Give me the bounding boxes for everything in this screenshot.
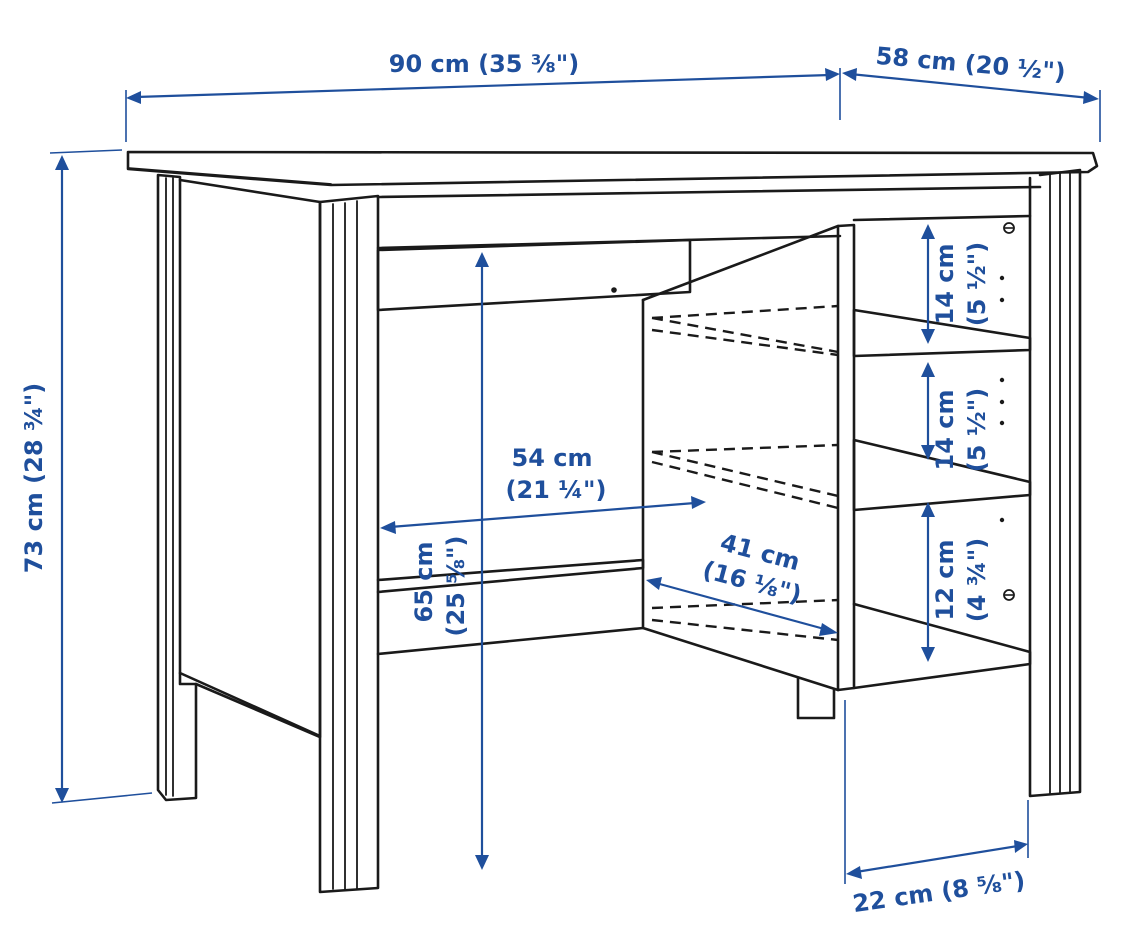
back-left-leg-grooves [165, 177, 174, 797]
inner-depth-arrow-right [819, 623, 838, 636]
apron-top-line [376, 185, 1042, 199]
width-extension-lines [125, 68, 841, 142]
front-left-leg-grooves [332, 200, 358, 890]
left-side-panel [178, 178, 322, 738]
depth-dimension-line [849, 72, 1091, 100]
shelf-top-label-in: (5 ½") [963, 242, 991, 326]
shelf-3 [852, 602, 1032, 690]
cam-lock-icons [1003, 222, 1015, 601]
shelf-mid-label-in: (5 ½") [963, 388, 991, 472]
modesty-bottom [376, 626, 645, 656]
front-left-leg [318, 194, 380, 894]
hidden-shelf-3 [651, 598, 839, 642]
knee-width-label-cm: 54 cm [512, 444, 593, 472]
shelf-unit-front-post [836, 223, 856, 692]
shelf-bottom-label-in: (4 ¾") [963, 538, 991, 622]
knee-width-arrow-right [691, 496, 706, 509]
width-label: 90 cm (35 ⅜") [389, 50, 579, 78]
dimension-lines [49, 68, 1101, 884]
hidden-shelf-1 [651, 304, 839, 357]
depth-arrow-left [842, 68, 857, 81]
knee-width-dimension-line [389, 501, 696, 529]
shelf-bottom-label-cm: 12 cm [931, 540, 959, 621]
clearance-arrow-bottom [475, 855, 489, 870]
drawer-knob [611, 287, 617, 293]
front-right-leg [1028, 168, 1082, 798]
height-extension-lines [49, 149, 153, 804]
shelf-2 [852, 438, 1032, 512]
shelf-width-label: 22 cm (8 ⅝") [851, 866, 1027, 918]
width-arrow-left [126, 91, 141, 104]
knee-width-arrow-left [380, 521, 396, 534]
clearance-arrow-top [475, 252, 489, 267]
height-label: 73 cm (28 ¾") [20, 383, 48, 573]
shelf-top-label-cm: 14 cm [931, 244, 959, 325]
shelf-mid-label-cm: 14 cm [931, 390, 959, 471]
shelf-width-dimension-line [855, 844, 1019, 874]
shelf-pin-holes [999, 275, 1005, 523]
width-dimension-line [135, 73, 831, 99]
front-right-leg-grooves [1049, 171, 1071, 795]
desk-top-edge [127, 167, 332, 185]
shelf-width-extension-lines [844, 700, 1029, 884]
clearance-label-cm: 65 cm [410, 542, 438, 623]
inner-depth-arrow-left [646, 577, 662, 590]
height-arrow-bottom [55, 788, 69, 803]
hidden-shelf-2 [651, 443, 839, 510]
desk-top [126, 150, 1099, 187]
height-arrow-top [55, 155, 69, 170]
back-left-leg [156, 173, 198, 802]
shelf-unit-top [852, 214, 1032, 222]
desk-outline [126, 150, 1099, 894]
shelf-unit-foot [796, 676, 836, 720]
inner-depth-dimension-line [655, 581, 829, 632]
shelf-1 [852, 308, 1032, 358]
left-panel-bottom [194, 682, 322, 739]
width-arrow-right [825, 68, 840, 81]
knee-width-label-in: (21 ¼") [505, 476, 606, 504]
shelf-unit-inner-panel [641, 298, 840, 692]
clearance-label-in: (25 ⅝") [442, 535, 470, 636]
back-stretcher [376, 558, 645, 594]
dimension-labels: 90 cm (35 ⅜") 58 cm (20 ½") 73 cm (28 ¾"… [20, 42, 1067, 918]
depth-arrow-right [1083, 91, 1099, 104]
shelf-unit-inner-top [641, 224, 840, 302]
